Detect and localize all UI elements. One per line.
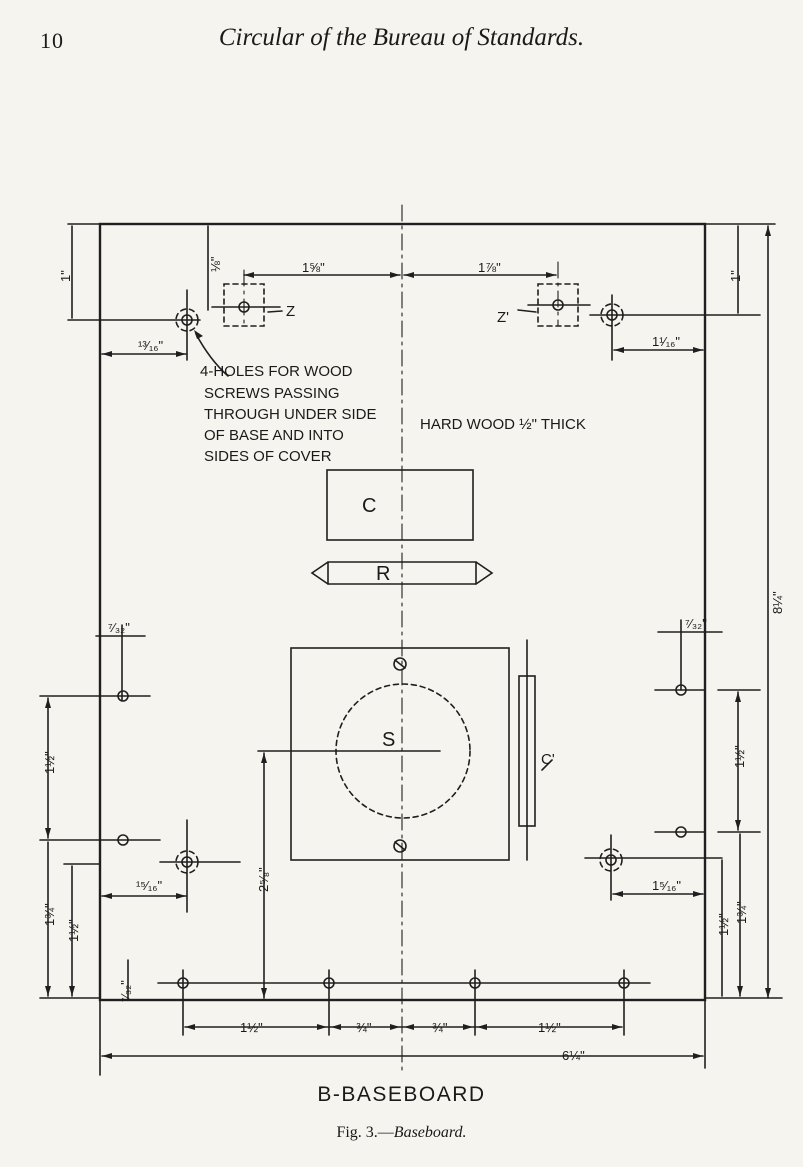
component-s-block bbox=[290, 647, 510, 861]
hole-right-arrow-l bbox=[614, 347, 624, 353]
label-z-right: Z' bbox=[497, 309, 509, 326]
spacing-arrow-4 bbox=[390, 1024, 400, 1030]
note-leader-arrow bbox=[194, 330, 203, 339]
lower-right-arrow-l bbox=[613, 891, 623, 897]
label-c: C bbox=[362, 495, 376, 517]
lower-left-arrow-r bbox=[176, 893, 186, 899]
running-title: Circular of the Bureau of Standards. bbox=[218, 24, 585, 51]
s-screw-bottom bbox=[393, 839, 407, 853]
spacing-arrow-6 bbox=[463, 1024, 473, 1030]
bottom-right-b-arrow-b bbox=[737, 986, 743, 996]
figure-caption: Fig. 3.—Baseboard. bbox=[0, 1124, 803, 1142]
s-height-arrow-b bbox=[261, 988, 267, 998]
note-holes-line-5: SIDES OF COVER bbox=[204, 448, 332, 465]
caption-italic: Baseboard. bbox=[393, 1124, 467, 1141]
label-c-prime: C' bbox=[541, 751, 555, 768]
note-holes-line-4: OF BASE AND INTO bbox=[204, 427, 344, 444]
s-screw-top bbox=[393, 657, 407, 671]
hole-right-arrow-r bbox=[693, 347, 703, 353]
label-s: S bbox=[382, 729, 395, 751]
spacing-arrow-5 bbox=[404, 1024, 414, 1030]
dim-spacing-left-inner: ¾" bbox=[356, 1020, 372, 1035]
caption-prefix: Fig. 3.— bbox=[336, 1124, 394, 1141]
right-spacing-arrow-b bbox=[735, 820, 741, 830]
total-height-arrow-t bbox=[765, 226, 771, 236]
s-screw-bottom-slot bbox=[394, 841, 406, 851]
dim-spacing-left-outer: 1½" bbox=[240, 1020, 263, 1035]
dim-total-width: 6¼" bbox=[562, 1048, 585, 1063]
component-c bbox=[326, 469, 474, 541]
dim-hole-left-offset: ¹³⁄₁₆" bbox=[138, 338, 163, 353]
spacing-arrow-2 bbox=[317, 1024, 327, 1030]
left-spacing-arrow-t bbox=[45, 698, 51, 708]
spacing-arrow-7 bbox=[477, 1024, 487, 1030]
z-right-leader bbox=[517, 309, 537, 313]
label-r: R bbox=[376, 563, 390, 585]
z-right-arrow-r bbox=[546, 272, 556, 278]
dim-spacing-right-inner: ¾" bbox=[432, 1020, 448, 1035]
spacing-arrow-3 bbox=[331, 1024, 341, 1030]
dim-s-height: 2⁵⁄₈" bbox=[256, 867, 271, 892]
s-screw-top-slot bbox=[394, 659, 406, 669]
dim-edge-left-mid: ⁷⁄₃₂" bbox=[108, 620, 130, 635]
page-number: 10 bbox=[40, 28, 64, 53]
note-holes-line-2: SCREWS PASSING bbox=[204, 385, 340, 402]
figure-title: B-BASEBOARD bbox=[317, 1083, 486, 1106]
dim-z-right-to-center: 1⅞" bbox=[478, 260, 501, 275]
material-note: HARD WOOD ½" THICK bbox=[420, 416, 586, 433]
dim-bottom-left-a: 1¾" bbox=[42, 903, 57, 926]
dim-bottom-right-a: 1½" bbox=[716, 913, 731, 936]
z-right-arrow-l bbox=[404, 272, 414, 278]
note-holes-line-3: THROUGH UNDER SIDE bbox=[204, 406, 377, 423]
dim-z-offset-small: ⅛" bbox=[208, 256, 223, 272]
dim-top-margin-left: 1" bbox=[58, 270, 73, 282]
bottom-left-b-arrow-b bbox=[69, 986, 75, 996]
hole-left-arrow-r bbox=[176, 351, 186, 357]
total-width-arrow-l bbox=[102, 1053, 112, 1059]
dim-right-hole-spacing: 1½" bbox=[732, 745, 747, 768]
z-left-arrow-r bbox=[390, 272, 400, 278]
z-right-hole bbox=[552, 299, 564, 311]
s-height-arrow-t bbox=[261, 753, 267, 763]
dim-total-height: 8¼" bbox=[770, 591, 785, 614]
dim-bottom-left-b: 1½" bbox=[66, 919, 81, 942]
total-height-arrow-b bbox=[765, 988, 771, 998]
dim-spacing-right-outer: 1½" bbox=[538, 1020, 561, 1035]
right-spacing-arrow-t bbox=[735, 692, 741, 702]
z-left-arrow-l bbox=[244, 272, 254, 278]
note-holes-line-1: 4-HOLES FOR WOOD bbox=[200, 363, 353, 380]
dim-lower-hole-left-offset: ¹⁵⁄₁₆" bbox=[136, 878, 163, 893]
lower-left-arrow-l bbox=[102, 893, 112, 899]
dim-left-hole-spacing: 1½" bbox=[42, 751, 57, 774]
dim-hole-right-offset: 1¹⁄₁₆" bbox=[652, 334, 680, 349]
c-prime-leader bbox=[541, 759, 553, 771]
dim-z-left-to-center: 1⅝" bbox=[302, 260, 325, 275]
spacing-arrow-1 bbox=[185, 1024, 195, 1030]
lower-right-arrow-r bbox=[693, 891, 703, 897]
dim-edge-right-mid: ⁷⁄₃₂" bbox=[685, 616, 707, 631]
dim-top-margin-right: 1" bbox=[728, 270, 743, 282]
left-spacing-arrow-b bbox=[45, 828, 51, 838]
dim-bottom-right-b: 1¾" bbox=[734, 901, 749, 924]
z-left-leader bbox=[267, 310, 283, 313]
z-left-hole bbox=[238, 301, 250, 313]
label-z-left: Z bbox=[286, 303, 295, 320]
hole-left-arrow-l bbox=[102, 351, 112, 357]
dim-lower-hole-right-offset: 1⁵⁄₁₆" bbox=[652, 878, 681, 893]
spacing-arrow-8 bbox=[612, 1024, 622, 1030]
bottom-left-a-arrow-b bbox=[45, 986, 51, 996]
dim-bottom-edge: ⁷⁄₃₂" bbox=[118, 980, 133, 1002]
total-width-arrow-r bbox=[693, 1053, 703, 1059]
